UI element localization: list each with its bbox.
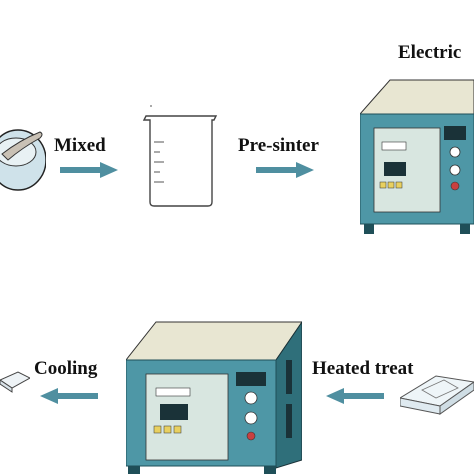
- mortar-bowl-icon: [0, 129, 46, 191]
- sample-plate-icon: [400, 375, 474, 415]
- label-mixed: Mixed: [54, 135, 106, 156]
- arrow-right-icon: [256, 162, 314, 178]
- arrow-left-icon: [40, 388, 98, 404]
- furnace-icon: [126, 321, 302, 474]
- beaker-icon: [142, 105, 218, 207]
- arrow-right-icon: [60, 162, 118, 178]
- label-cooling: Cooling: [34, 358, 98, 379]
- arrow-left-icon: [326, 388, 384, 404]
- furnace-icon: [360, 79, 474, 234]
- label-heated-treat: Heated treat: [312, 358, 414, 379]
- label-presinter: Pre-sinter: [238, 135, 319, 156]
- label-electric: Electric: [398, 42, 462, 63]
- sample-plate-icon: [0, 371, 30, 393]
